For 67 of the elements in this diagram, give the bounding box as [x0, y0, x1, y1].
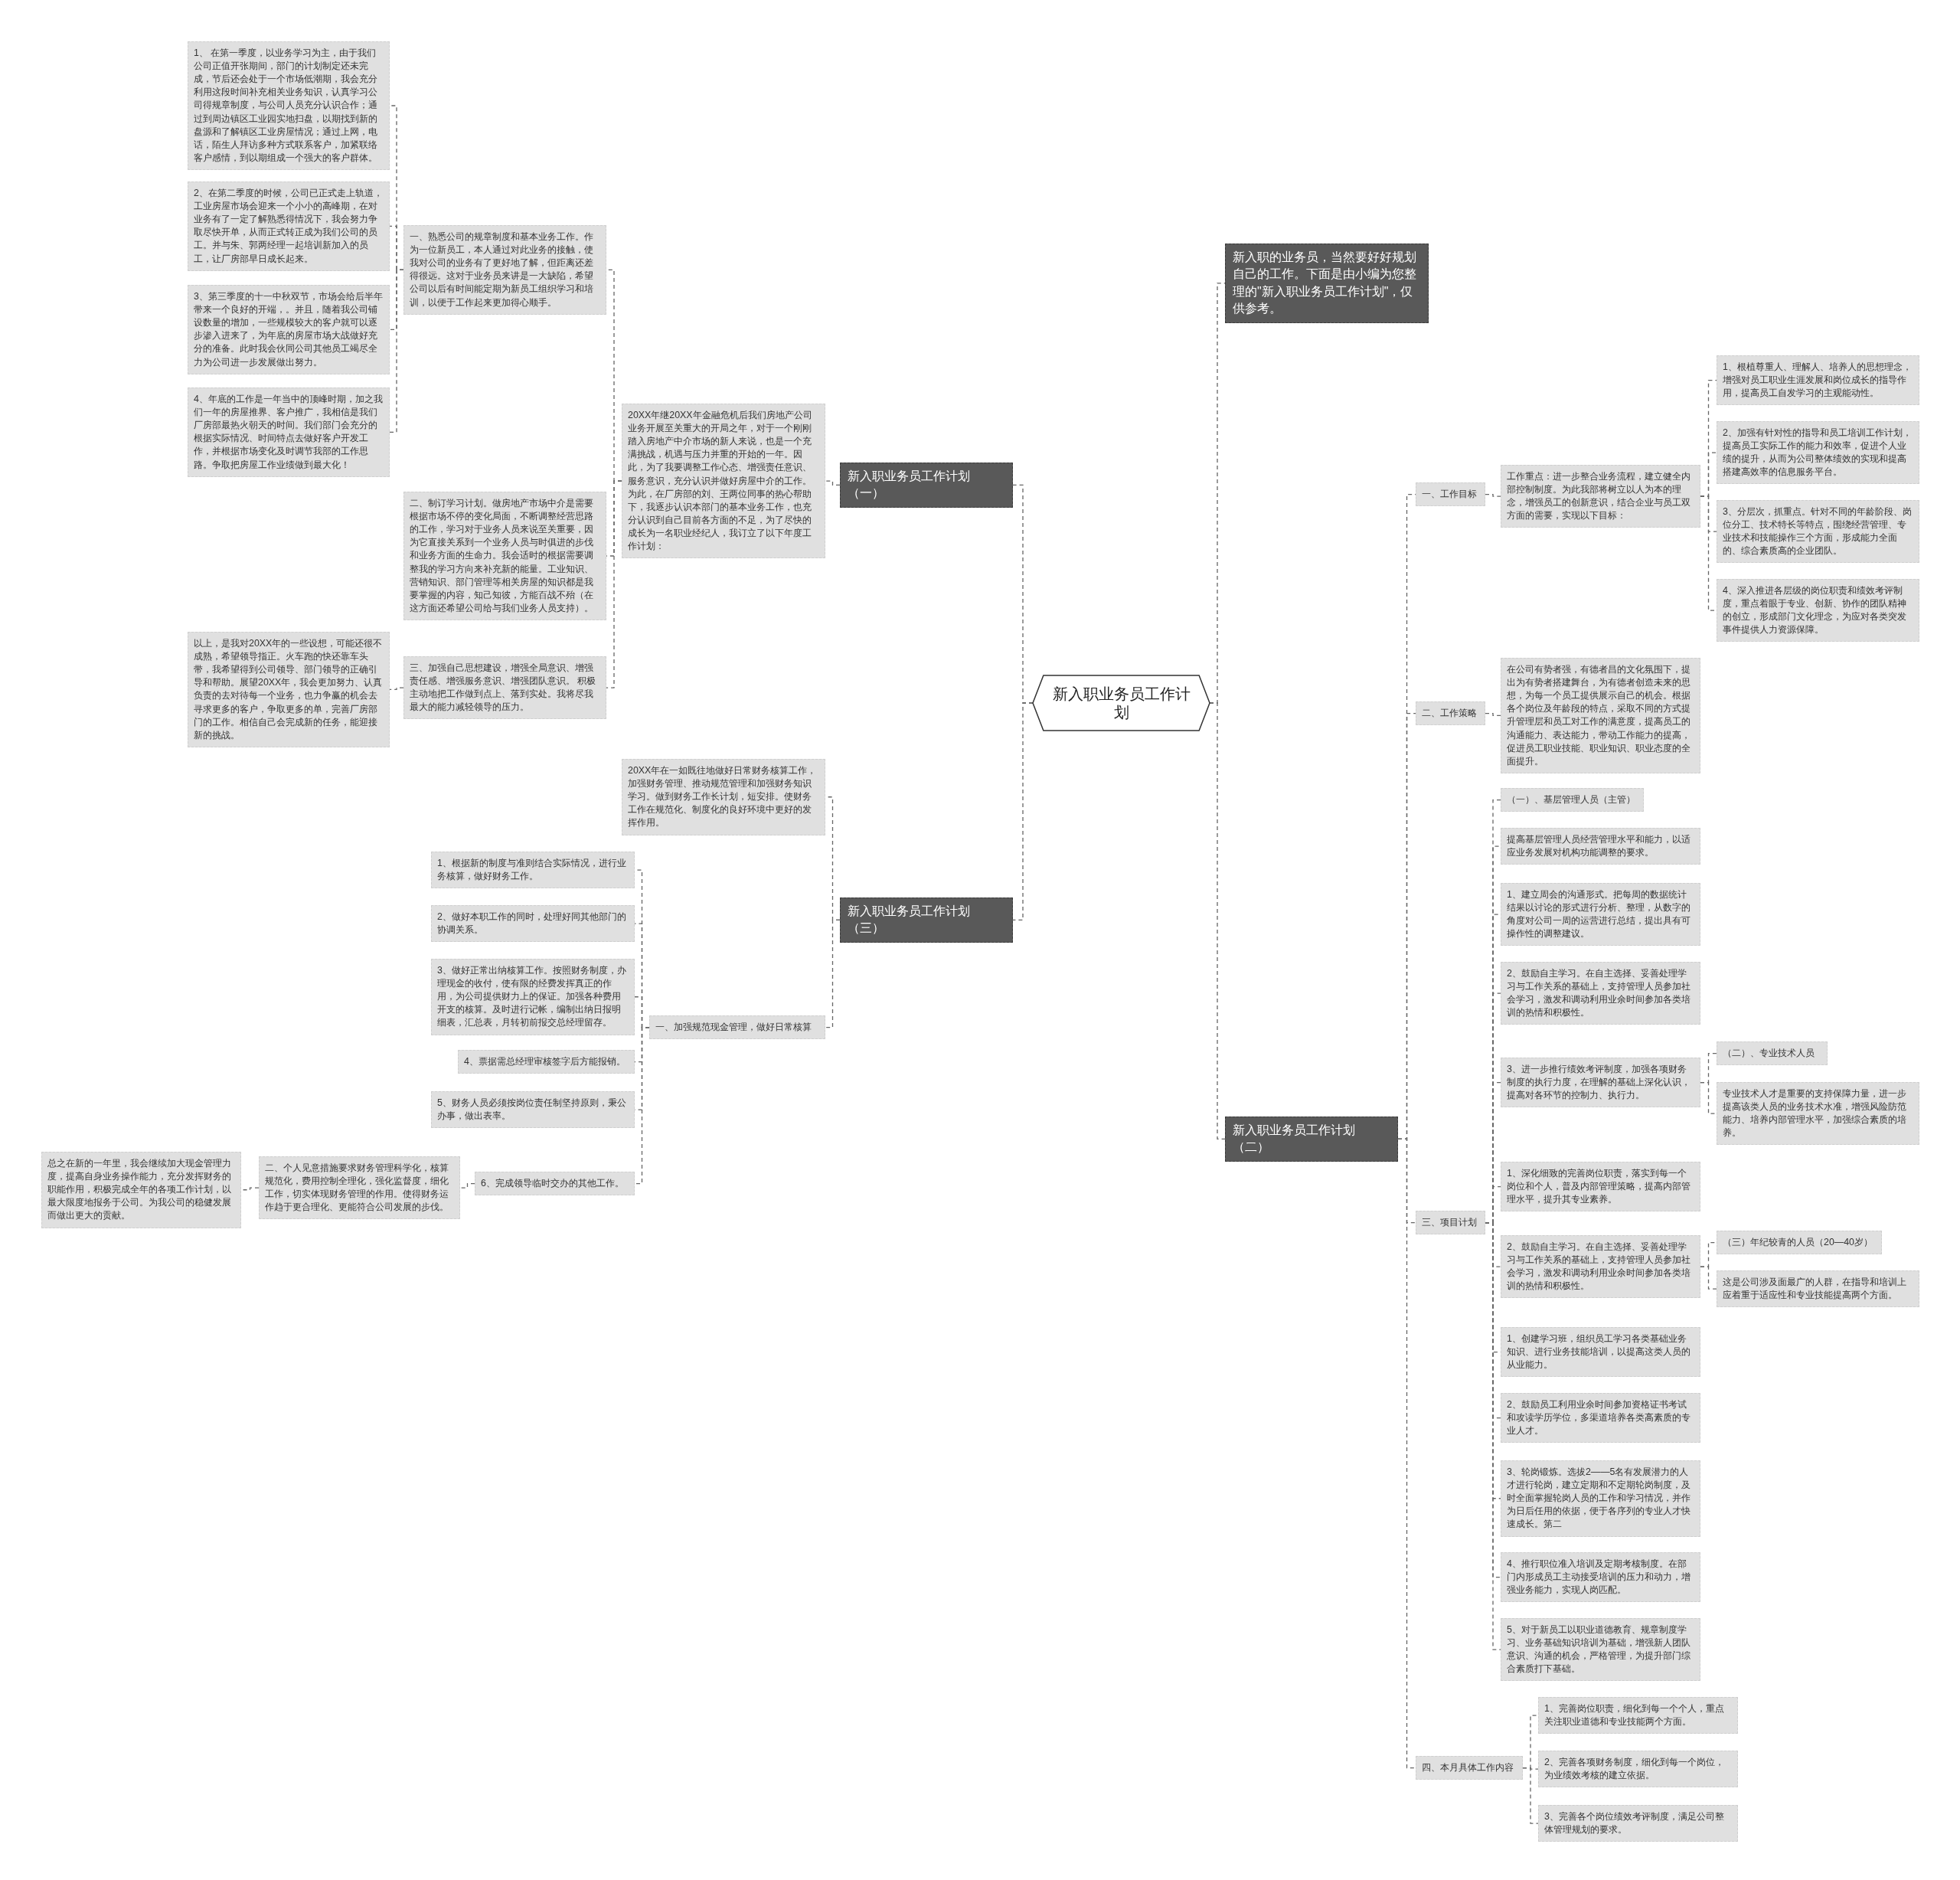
branch-topic: 新入职的业务员，当然要好好规划自己的工作。下面是由小编为您整理的"新入职业务员工作计划"，仅供参考。 [1225, 244, 1429, 323]
topic-card: 5、对于新员工以职业道德教育、规章制度学习、业务基础知识培训为基础，增强新人团队意识、沟通的机会，严格管理，为提升部门综合素质打下基础。 [1501, 1618, 1700, 1682]
topic-card: 1、根据新的制度与准则结合实际情况，进行业务核算，做好财务工作。 [431, 852, 635, 889]
connector [389, 269, 404, 433]
branch-topic: 新入职业务员工作计划（三） [840, 897, 1013, 943]
topic-card: 6、完成领导临时交办的其他工作。 [475, 1172, 635, 1196]
topic-card: 一、熟悉公司的规章制度和基本业务工作。作为一位新员工，本人通过对此业务的接触，使我对公司的业务有了更好地了解，但距离还差得很远。这对于业务员来讲是一大缺陷，希望公司以后有时间能定期为新员工组织学习和培训，以便于工作起来更加得心顺手。 [403, 225, 606, 315]
topic-card: 1、根植尊重人、理解人、培养人的思想理念，增强对员工职业生涯发展和岗位成长的指导作用，提高员工自发学习的主观能动性。 [1717, 355, 1919, 406]
topic-card: 2、鼓励员工利用业余时间参加资格证书考试和攻读学历学位，多渠道培养各类高素质的专业人才。 [1501, 1393, 1700, 1444]
topic-card: 4、票据需总经理审核签字后方能报销。 [458, 1050, 635, 1074]
topic-card: 2、鼓励自主学习。在自主选择、妥善处理学习与工作关系的基础上，支持管理人员参加社会学习，激发和调动利用业余时间参加各类培训的热情和积极性。 [1501, 1235, 1700, 1299]
connector [389, 687, 404, 691]
topic-card: 三、项目计划 [1416, 1211, 1485, 1235]
topic-card: 1、完善岗位职责，细化到每一个个人，重点关注职业道德和专业技能两个方面。 [1538, 1697, 1738, 1735]
connector [1012, 702, 1034, 921]
topic-card: 2、鼓励自主学习。在自主选择、妥善处理学习与工作关系的基础上，支持管理人员参加社会学习，激发和调动利用业余时间参加各类培训的热情和积极性。 [1501, 962, 1700, 1025]
topic-card: 1、深化细致的完善岗位职责，落实到每一个岗位和个人，普及内部管理策略，提高内部管理水平，提升其专业素养。 [1501, 1162, 1700, 1212]
topic-card: （二）、专业技术人员 [1717, 1041, 1828, 1066]
topic-card: 三、加强自己思想建设，增强全局意识、增强责任感、增强服务意识、增强团队意识。 积极主动地把工作做到点上、落到实处。我将尽我最大的能力减轻领导的压力。 [403, 656, 606, 720]
topic-card: 以上，是我对20XX年的一些设想，可能还很不成熟，希望领导指正。火车跑的快还靠车头带，我希望得到公司领导、部门领导的正确引导和帮助。展望20XX年，我会更加努力、认真负责的去对待每一个业务，也力争赢的机会去寻求更多的客户，争取更多的单，完善厂房部门的工作。相信自己会完成新的任务，能迎接新的挑战。 [188, 632, 390, 747]
connector [606, 480, 622, 688]
topic-card: 二、个人见意措施要求财务管理科学化，核算规范化，费用控制全理化，强化监督度，细化工作，切实体现财务管理的作用。使得财务运作趋于更合理化、更能符合公司发展的步伐。 [259, 1156, 460, 1220]
topic-card: 1、创建学习班，组织员工学习各类基础业务知识、进行业务技能培训，以提高这类人员的从业能力。 [1501, 1327, 1700, 1378]
topic-card: 4、年底的工作是一年当中的顶峰时期，加之我们一年的房屋推界、客户推广，我相信是我们厂房部最热火朝天的时间。我们部门会充分的根据实际情况、时间特点去做好客户开发工作，并根据市场变化及时调节我部的工作思路。争取把房屋工作业绩做到最大化！ [188, 387, 390, 477]
topic-card: 二、工作策略 [1416, 701, 1485, 726]
topic-card: 这是公司涉及面最广的人群，在指导和培训上应着重于适应性和专业技能提高两个方面。 [1717, 1270, 1919, 1308]
connector [1485, 712, 1501, 717]
topic-card: 3、完善各个岗位绩效考评制度，满足公司整体管理规划的要求。 [1538, 1805, 1738, 1842]
topic-card: 3、第三季度的十一中秋双节，市场会给后半年带来一个良好的开端，。并且，随着我公司铺设数量的增加，一些规模较大的客户就可以逐步渗入进来了，为年底的房屋市场大战做好充分的准备。此时我会伙同公司其他员工竭尽全力为公司进一步发展做出努力。 [188, 285, 390, 374]
topic-card: 1、 在第一季度，以业务学习为主，由于我们公司正值开张期间，部门的计划制定还未完成，节后还会处于一个市场低潮期，我会充分利用这段时间补充相关业务知识，认真学习公司得规章制度，与公司人员充分认识合作；通过到周边镇区工业园实地扫盘，以期找到新的盘源和了解镇区工业房屋情况；通过上网，电话，陌生人拜访多种方式联系客户，加紧联络客户感情，到以期组成一个强大的客户群体。 [188, 41, 390, 170]
connector [1209, 702, 1226, 1140]
topic-card: 5、财务人员必须按岗位责任制坚持原则，秉公办事，做出表率。 [431, 1091, 635, 1129]
connector [825, 919, 841, 1028]
topic-card: 20XX年继20XX年金融危机后我们房地产公司业务开展至关重大的开局之年，对于一个刚刚踏入房地产中介市场的新人来说，也是一个充满挑战，机遇与压力并重的开始的一年。因此，为了我要调整工作心态、增强责任意识、服务意识，充分认识并做好房屋中介的工作。为此，在厂房部的刘、王两位同事的热心帮助下，我逐步认识本部门的基本业务工作，也充分认识到自己目前各方面的不足，为了尽快的成长为一名职业经纪人，我订立了以下年度工作计划： [622, 404, 825, 559]
topic-card: 一、工作目标 [1416, 482, 1485, 507]
topic-card: 在公司有势者强，有德者昌的文化氛围下，提出为有势者搭建舞台，为有德者创造未来的思想，为每一个员工提供展示自己的机会。根据各个岗位及年龄段的特点，采取不同的方式提升管理层和员工对工作的满意度，提高员工的沟通能力、表达能力，带动工作能力的提高，促进员工职业技能、职业知识、职业态度的全面提升。 [1501, 658, 1700, 773]
topic-card: 4、深入推进各层级的岗位职责和绩效考评制度，重点着眼于专业、创新、协作的团队精神的创立，形成部门文化理念，为应对各类突发事件提供人力资源保障。 [1717, 579, 1919, 642]
topic-card: 20XX年在一如既往地做好日常财务核算工作，加强财务管理、推动规范管理和加强财务知识学习。做到财务工作长计划，短安排。使财务工作在规范化、制度化的良好环境中更好的发挥作用。 [622, 759, 825, 835]
topic-card: 四、本月具体工作内容 [1416, 1756, 1523, 1780]
topic-card: 二、制订学习计划。做房地产市场中介是需要根据市场不停的变化局面，不断调整经营思路的工作，学习对于业务人员来说至关重要，因为它直接关系到一个业务人员与时俱进的步伐和业务方面的生命力。我会适时的根据需要调整我的学习方向来补充新的能量。工业知识、营销知识、部门管理等相关房屋的知识都是我要掌握的内容，知己知彼，方能百战不殆（在这方面还希望公司给与我们业务人员支持）。 [403, 492, 606, 620]
connector [825, 480, 841, 486]
topic-card: 4、推行职位准入培训及定期考核制度。在部门内形成员工主动接受培训的压力和动力，增强业务能力，实现人岗匹配。 [1501, 1552, 1700, 1603]
connector [1485, 493, 1501, 497]
branch-topic: 新入职业务员工作计划（二） [1225, 1117, 1398, 1162]
topic-card: 2、在第二季度的时候，公司已正式走上轨道，工业房屋市场会迎来一个小小的高峰期，在对业务有了一定了解熟悉得情况下，我会努力争取尽快开单，从而正式转正成为我们公司的员工。并与朱、郭两经理一起培训新加入的员工，让厂房部早日成长起来。 [188, 181, 390, 271]
topic-card: 专业技术人才是重要的支持保障力量，进一步提高该类人员的业务技术水准，增强风险防范能力、培养内部管理水平，加强综合素质的培养。 [1717, 1082, 1919, 1146]
topic-card: 总之在新的一年里，我会继续加大现金管理力度，提高自身业务操作能力，充分发挥财务的职能作用，积极完成全年的各项工作计划，以最大限度地报务于公司。为我公司的稳健发展而做出更大的贡献。 [41, 1152, 241, 1228]
topic-card: 3、轮岗锻炼。选拔2——5名有发展潜力的人才进行轮岗，建立定期和不定期轮岗制度，及时全面掌握轮岗人员的工作和学习情况，并作为日后任用的依据，便于各序列的专业人才快速成长。第二 [1501, 1460, 1700, 1537]
topic-card: 3、做好正常出纳核算工作。按照财务制度，办理现金的收付，使有限的经费发挥真正的作用，为公司提供财力上的保证。加强各种费用开支的核算。及时进行记帐，编制出纳日报明细表，汇总表，月转初前报交总经理留存。 [431, 959, 635, 1035]
connector [1700, 1266, 1717, 1290]
topic-card: 2、做好本职工作的同时，处理好同其他部门的协调关系。 [431, 905, 635, 943]
topic-card: 3、进一步推行绩效考评制度，加强各项财务制度的执行力度，在理解的基础上深化认识，提高对各环节的控制力、执行力。 [1501, 1058, 1700, 1108]
central-topic: 新入职业务员工作计划 [1033, 675, 1210, 731]
connector [1397, 1138, 1416, 1769]
topic-card: 工作重点：进一步整合业务流程，建立健全内部控制制度。为此我部将树立以人为本的理念，增强员工的创新意识，结合企业与员工双方面的需要，实现以下目标： [1501, 465, 1700, 528]
connector [634, 1026, 650, 1185]
topic-card: 1、建立周会的沟通形式。把每周的数据统计结果以讨论的形式进行分析、整理，从数字的角度对公司一周的运营进行总结，提出具有可操作性的调整建议。 [1501, 883, 1700, 947]
topic-card: 一、加强规范现金管理，做好日常核算 [649, 1015, 825, 1040]
topic-card: 提高基层管理人员经营管理水平和能力，以适应业务发展对机构功能调整的要求。 [1501, 828, 1700, 865]
connector [1522, 1767, 1539, 1824]
branch-topic: 新入职业务员工作计划（一） [840, 463, 1013, 508]
connector [459, 1182, 475, 1188]
topic-card: 2、完善各项财务制度，细化到每一个岗位，为业绩效考核的建立依据。 [1538, 1751, 1738, 1788]
topic-card: 3、分层次，抓重点。针对不同的年龄阶段、岗位分工、技术特长等特点，围绕经营管理、专业技术和技能操作三个方面，形成能力全面的、综合素质高的企业团队。 [1717, 500, 1919, 564]
topic-card: （三）年纪较青的人员（20—40岁） [1717, 1231, 1882, 1255]
topic-card: 2、加强有针对性的指导和员工培训工作计划，提高员工实际工作的能力和效率，促进个人业绩的提升，从而为公司整体绩效的实现和提高搭建高效率的信息服务平台。 [1717, 421, 1919, 485]
topic-card: （一）、基层管理人员（主管） [1501, 788, 1644, 812]
